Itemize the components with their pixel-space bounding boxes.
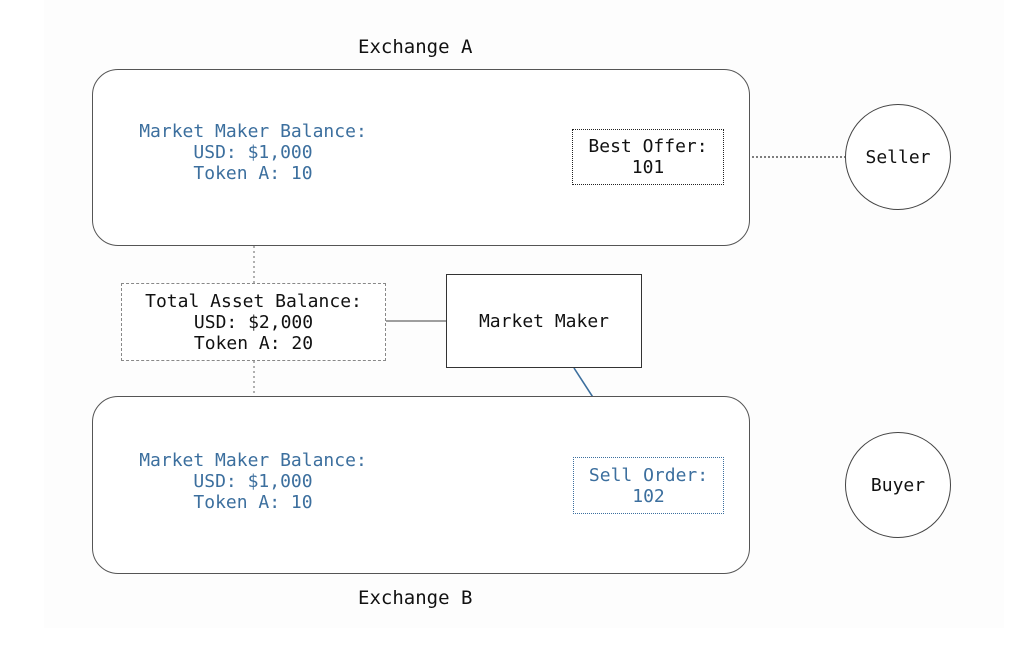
exchange-b-balance: Market Maker Balance: USD: $1,000 Token … <box>129 450 377 513</box>
buyer-label: Buyer <box>870 474 926 496</box>
exchange-b-title: Exchange B <box>358 587 473 609</box>
sell-order-value: 102 <box>632 485 665 507</box>
total-balance-heading: Total Asset Balance: <box>145 290 362 312</box>
best-offer-box: Best Offer: 101 <box>572 129 724 185</box>
exchange-a-balance-usd: USD: $1,000 <box>193 142 313 163</box>
exchange-a-balance-token: Token A: 10 <box>193 163 313 184</box>
exchange-b-balance-token: Token A: 10 <box>193 492 313 513</box>
market-maker-label: Market Maker <box>478 310 610 332</box>
best-offer-label: Best Offer: <box>588 136 708 157</box>
exchange-a-balance: Market Maker Balance: USD: $1,000 Token … <box>129 121 377 184</box>
total-balance-usd: USD: $2,000 <box>193 311 314 333</box>
sell-order-box: Sell Order: 102 <box>573 457 724 514</box>
market-maker-box: Market Maker <box>446 274 642 368</box>
total-balance-token: Token A: 20 <box>193 332 314 354</box>
exchange-a-balance-heading: Market Maker Balance: <box>139 121 367 142</box>
best-offer-value: 101 <box>631 157 665 178</box>
seller-node: Seller <box>845 104 951 210</box>
exchange-a-title: Exchange A <box>358 36 473 58</box>
exchange-b-balance-usd: USD: $1,000 <box>193 471 313 492</box>
seller-label: Seller <box>865 146 931 168</box>
buyer-node: Buyer <box>845 432 951 538</box>
exchange-b-balance-heading: Market Maker Balance: <box>139 450 367 471</box>
sell-order-label: Sell Order: <box>588 464 709 486</box>
total-asset-balance-box: Total Asset Balance: USD: $2,000 Token A… <box>121 283 386 361</box>
